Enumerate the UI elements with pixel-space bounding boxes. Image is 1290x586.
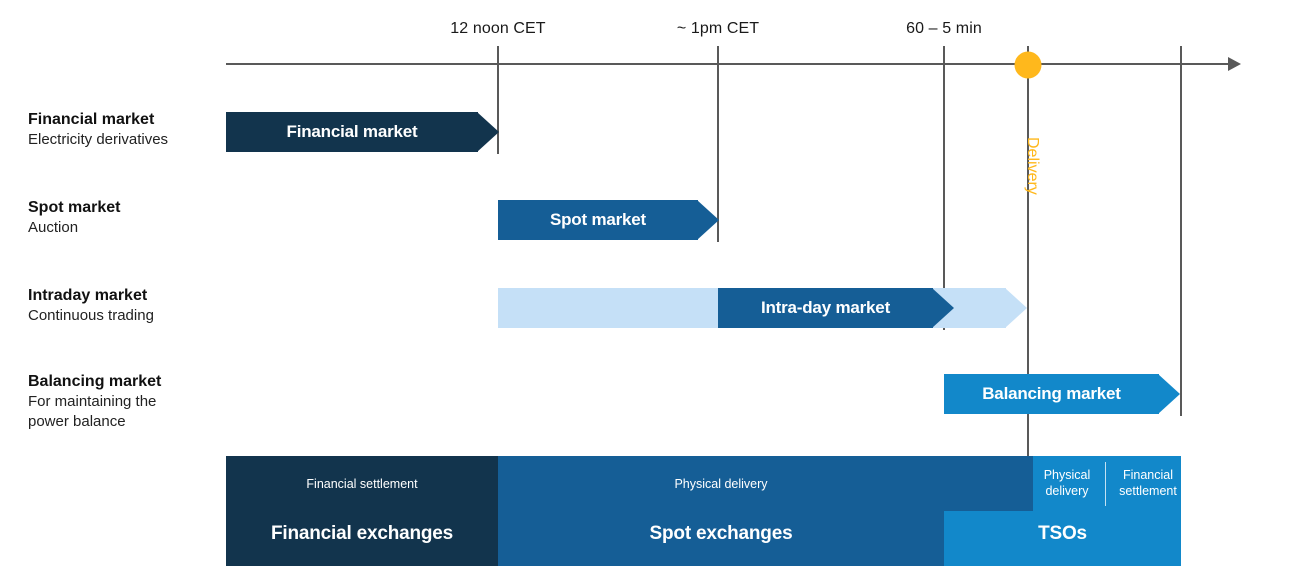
row-title-balancing-market: Balancing market [28,373,162,390]
tick-label-60-5-min: 60 – 5 min [906,20,982,37]
band-actor-financial-exchanges: Financial exchanges [270,523,454,544]
tick-mark-60-5-min [943,46,945,330]
band-caption-tsos-financial-settlement-line1: Financial [1122,468,1173,483]
row-subtitle-spot-market: Auction [28,219,79,237]
band-actor-spot-exchanges-wrap: Spot exchanges [498,514,944,554]
band-caption-physical-delivery: Physical delivery [674,477,768,492]
band-caption-divider [1105,462,1106,506]
band-caption-tsos-physical-delivery-line1: Physical [1043,468,1091,483]
band-spot-exchanges-lower[interactable] [498,511,944,566]
tick-mark-1pm [717,46,719,242]
row-label-intraday-market: Intraday market Continuous trading [28,286,228,326]
bar-balancing-market[interactable]: Balancing market [944,374,1180,414]
row-subtitle-financial-market: Electricity derivatives [28,131,169,149]
band-actor-tsos: TSOs [1038,523,1087,544]
band-tsos-upper [1033,456,1181,511]
band-actor-spot-exchanges: Spot exchanges [649,523,793,544]
row-label-spot-market: Spot market Auction [28,198,228,238]
band-tsos-lower[interactable] [944,511,1181,566]
band-caption-physical-delivery-wrap: Physical delivery [498,470,944,500]
bar-label-spot-market: Spot market [549,210,647,229]
band-caption-tsos-physical-delivery: Physical delivery [1044,468,1091,499]
band-caption-tsos-financial-settlement: Financial settlement [1119,468,1177,499]
row-label-balancing-market: Balancing market For maintaining the pow… [28,372,228,431]
bar-financial-market[interactable]: Financial market [226,112,499,152]
tick-label-1pm: ~ 1pm CET [676,20,760,37]
row-subtitle-intraday-market: Continuous trading [28,307,154,325]
row-subtitle-balancing-market-line1: For maintaining the [28,393,157,411]
bar-intraday-market[interactable]: Intra-day market [718,288,954,328]
tick-mark-end [1180,46,1182,416]
bar-label-intraday-market: Intra-day market [760,298,891,317]
tick-label-12-noon: 12 noon CET [450,20,546,37]
tick-mark-delivery [1027,46,1029,566]
row-title-intraday-market: Intraday market [28,287,148,304]
timeline-arrow-head-icon [1228,57,1241,71]
band-spot-exchanges-upper [498,456,1033,511]
timeline-axis [226,63,1230,65]
row-title-spot-market: Spot market [28,199,121,216]
band-caption-tsos-physical-delivery-line2: delivery [1045,484,1089,498]
band-caption-tsos-financial-settlement-line2: settlement [1119,484,1177,498]
band-financial-exchanges[interactable] [226,456,498,566]
band-caption-financial-settlement-wrap: Financial settlement [226,470,498,500]
bar-label-balancing-market: Balancing market [982,384,1121,403]
band-caption-tsos-financial-settlement-wrap: Financial settlement [1110,464,1186,504]
bar-arrow-tip-spot-market [697,200,719,240]
band-caption-tsos-physical-delivery-wrap: Physical delivery [1033,464,1101,504]
row-title-financial-market: Financial market [28,111,155,128]
bar-spot-market[interactable]: Spot market [498,200,719,240]
bar-arrow-tip-intraday-window [1005,288,1027,328]
bar-label-financial-market: Financial market [286,122,418,141]
bar-arrow-tip-financial-market [477,112,499,152]
delivery-label: Delivery [1024,137,1041,195]
band-actor-tsos-wrap: TSOs [944,514,1181,554]
bar-arrow-tip-intraday-market [932,288,954,328]
band-actor-financial-exchanges-wrap: Financial exchanges [226,514,498,554]
bar-arrow-tip-balancing-market [1158,374,1180,414]
band-caption-financial-settlement: Financial settlement [306,477,418,492]
tick-mark-12-noon [497,46,499,154]
row-subtitle-balancing-market-line2: power balance [28,412,126,430]
delivery-marker-dot-icon [1014,51,1042,79]
row-label-financial-market: Financial market Electricity derivatives [28,110,228,150]
